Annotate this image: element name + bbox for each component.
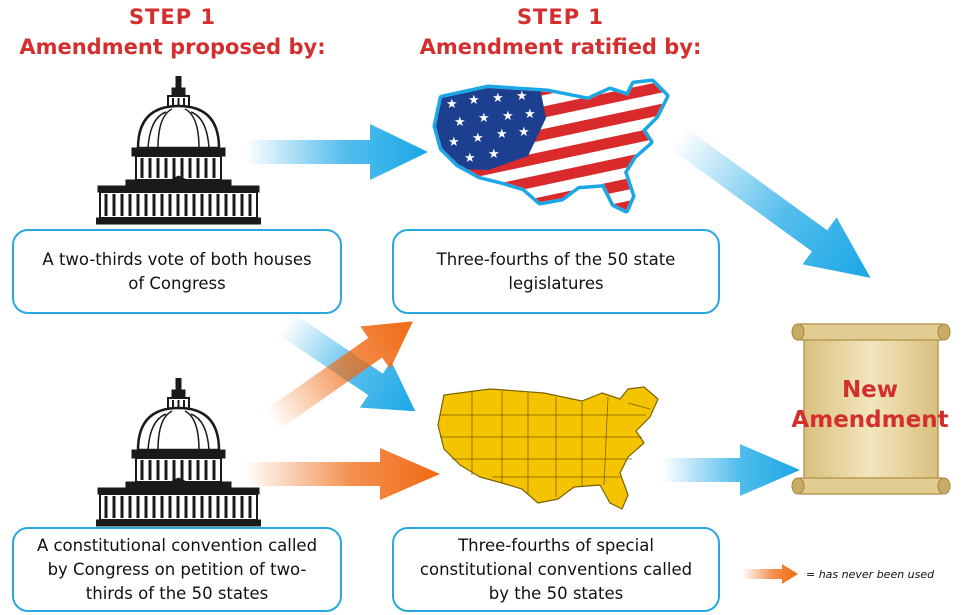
arrow-conventions-to-amendment	[662, 444, 800, 496]
svg-text:★: ★	[478, 111, 490, 126]
svg-text:★: ★	[472, 131, 484, 146]
svg-text:★: ★	[488, 147, 500, 162]
arrow-legislatures-to-amendment	[670, 127, 871, 278]
new-amendment-line2: Amendment	[791, 407, 949, 433]
ratification-step-label: STEP 1	[516, 5, 605, 29]
capitol-icon	[96, 378, 261, 527]
arrow-convention-to-conventions	[245, 448, 440, 500]
svg-text:★: ★	[468, 93, 480, 108]
ratification-heading: STEP 1 Amendment ratified by:	[388, 2, 733, 62]
flag-map-icon: ★★★★ ★★★★ ★★★★ ★★	[432, 78, 670, 214]
legend-arrow	[742, 564, 798, 584]
constitutional-convention-text: A constitutional convention called by Co…	[36, 535, 318, 603]
svg-text:★: ★	[464, 151, 476, 166]
capitol-icon	[96, 76, 261, 225]
scroll-icon	[791, 323, 951, 495]
constitutional-convention-box: A constitutional convention called by Co…	[12, 527, 342, 612]
proposal-title: Amendment proposed by:	[19, 35, 326, 59]
svg-text:★: ★	[446, 97, 458, 112]
svg-text:★: ★	[516, 89, 528, 104]
svg-text:★: ★	[454, 115, 466, 130]
new-amendment-label: New Amendment	[778, 375, 962, 435]
svg-text:★: ★	[502, 109, 514, 124]
new-amendment-line1: New	[841, 377, 899, 403]
proposal-heading: STEP 1 Amendment proposed by:	[0, 2, 345, 62]
state-legislatures-box: Three-fourths of the 50 state legislatur…	[392, 229, 720, 314]
svg-text:★: ★	[496, 127, 508, 142]
state-legislatures-text: Three-fourths of the 50 state legislatur…	[436, 249, 676, 293]
svg-text:★: ★	[518, 125, 530, 140]
ratification-title: Amendment ratified by:	[419, 35, 702, 59]
legend: = has never been used	[740, 562, 960, 586]
svg-text:★: ★	[448, 135, 460, 150]
legend-text: = has never been used	[806, 567, 935, 581]
arrow-congress-to-legislatures	[245, 124, 428, 180]
svg-text:★: ★	[492, 91, 504, 106]
congress-vote-box: A two-thirds vote of both houses of Cong…	[12, 229, 342, 314]
svg-text:★: ★	[524, 107, 536, 122]
arrow-convention-to-legislatures	[265, 321, 413, 430]
state-conventions-box: Three-fourths of special constitutional …	[392, 527, 720, 612]
us-map-icon	[437, 386, 659, 510]
congress-vote-text: A two-thirds vote of both houses of Cong…	[42, 249, 312, 293]
proposal-step-label: STEP 1	[128, 5, 217, 29]
state-conventions-text: Three-fourths of special constitutional …	[419, 535, 693, 603]
